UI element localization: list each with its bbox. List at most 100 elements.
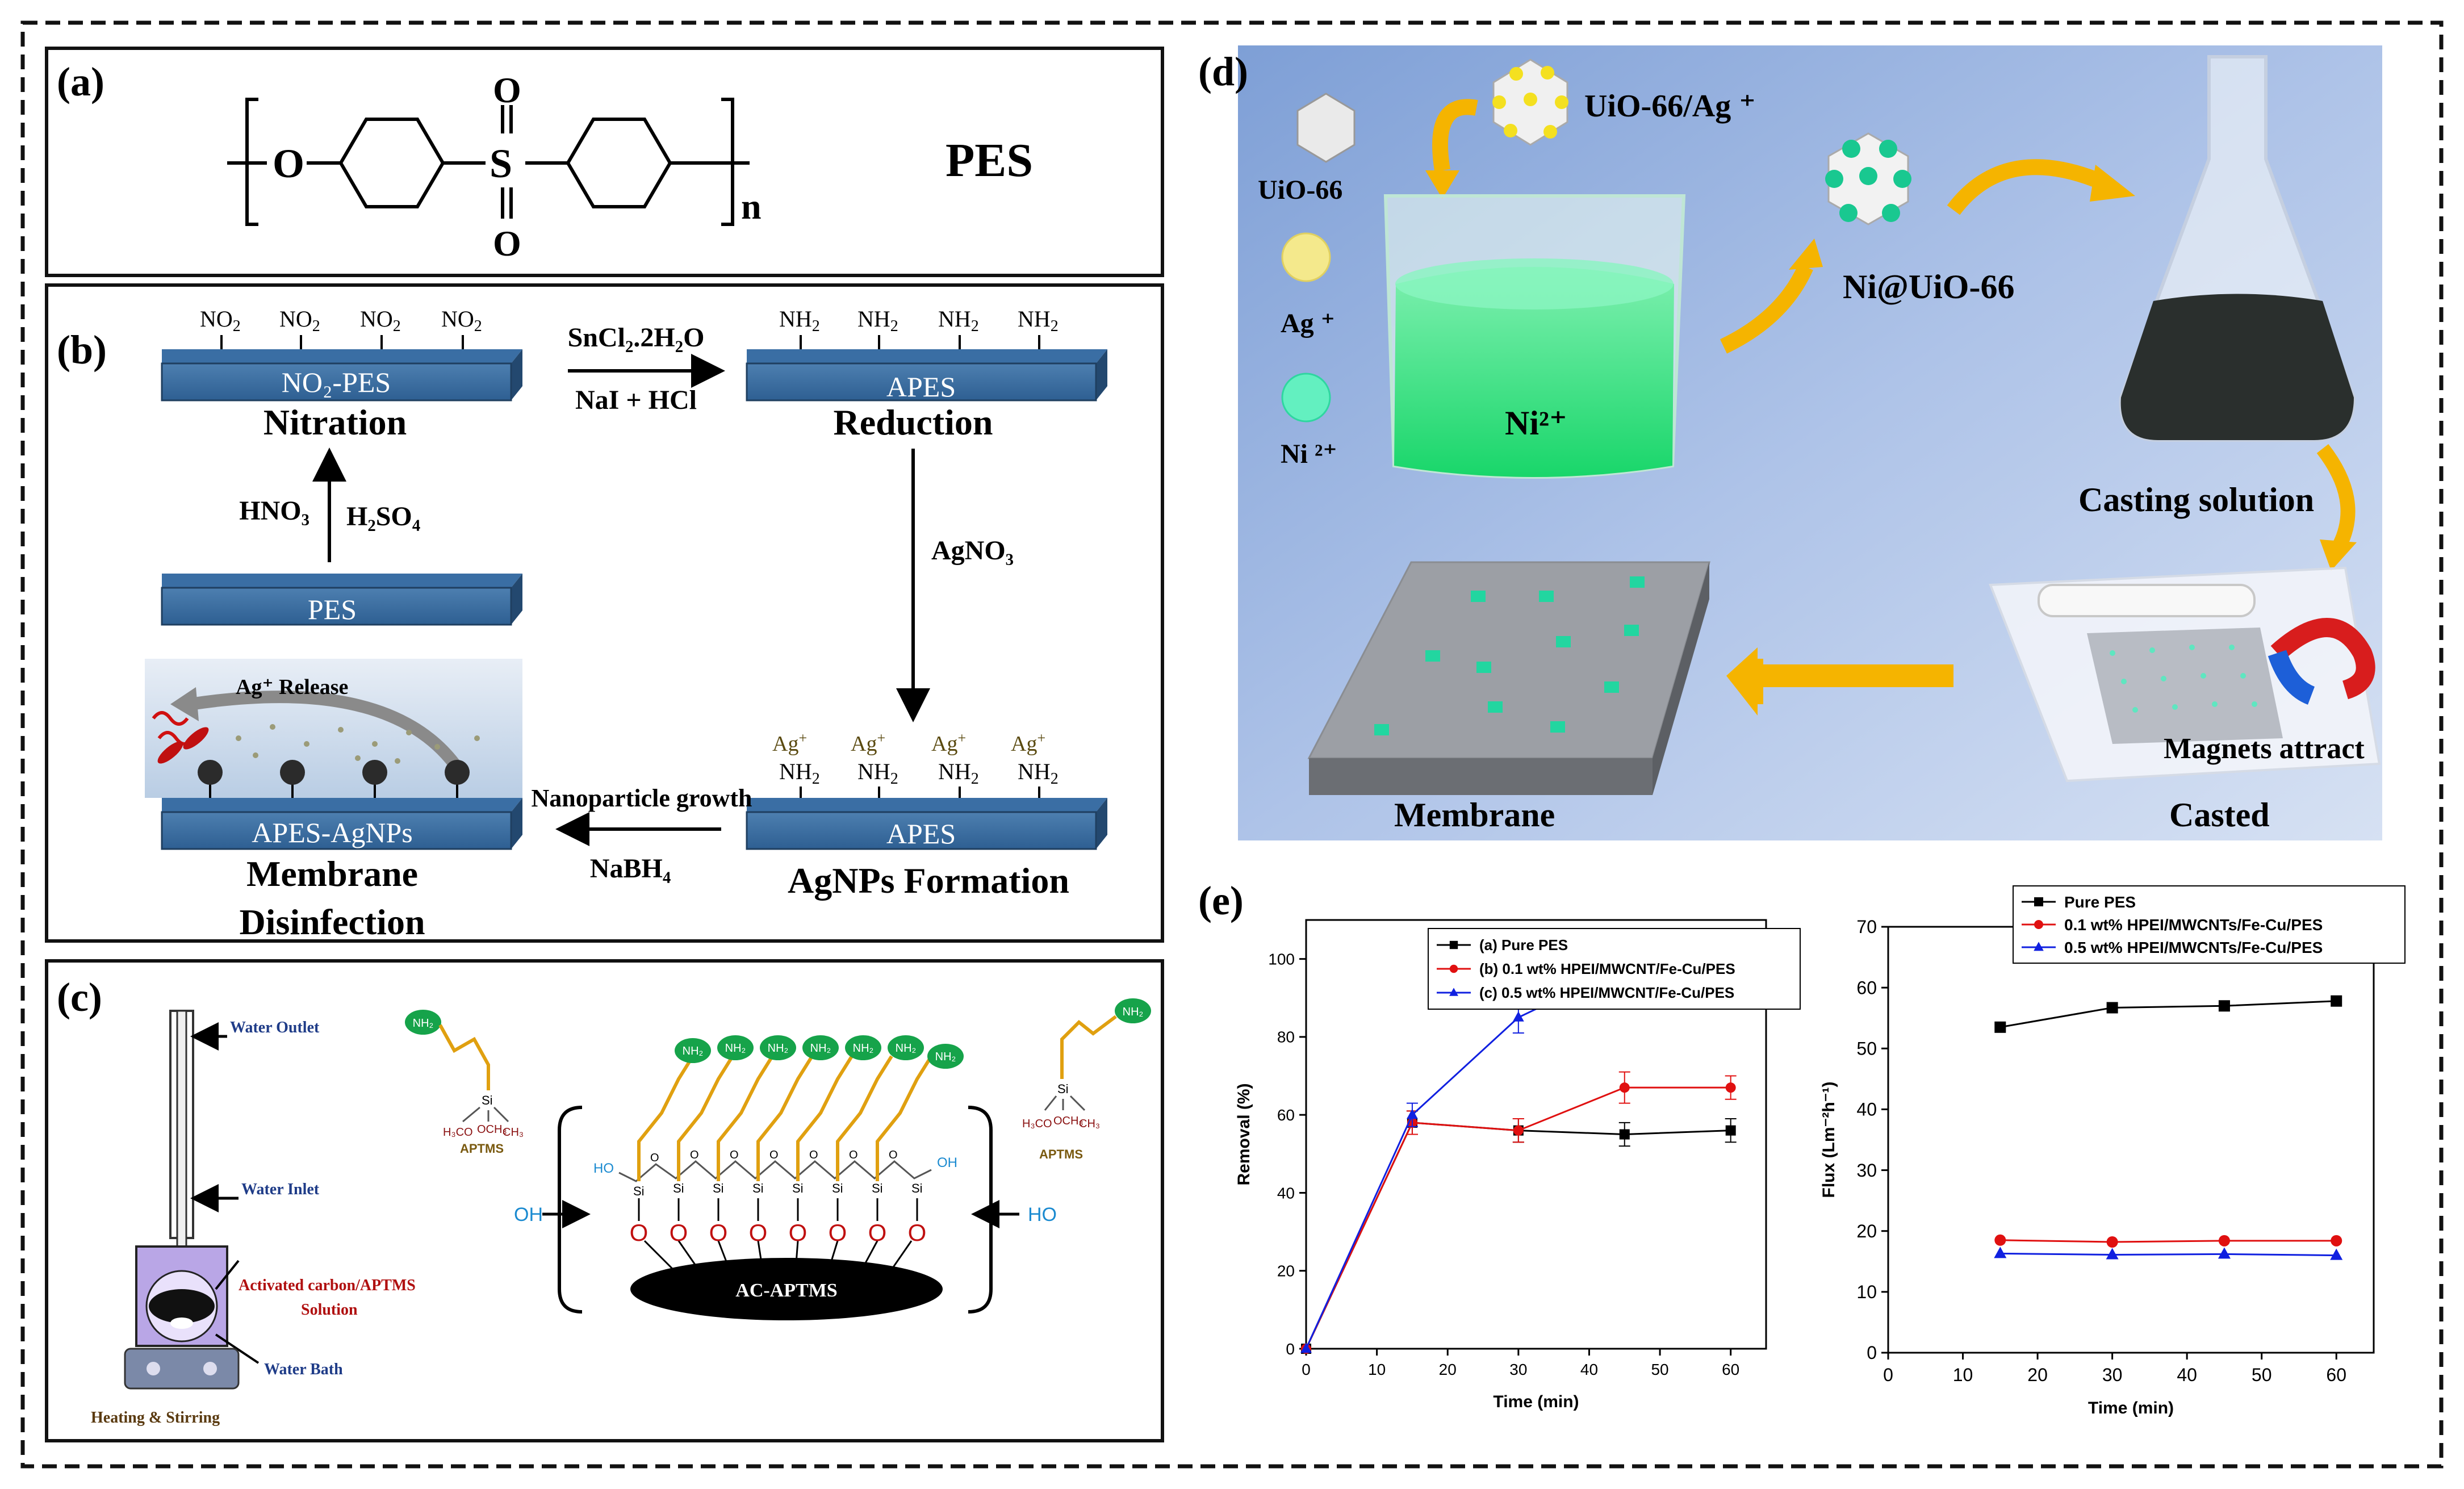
svg-text:NH₂: NH₂ bbox=[1123, 1006, 1144, 1018]
data-point-triangle bbox=[2034, 942, 2044, 951]
ch3-label: CH₃ bbox=[1079, 1118, 1100, 1130]
reagent-agno3: AgNO₃ bbox=[931, 536, 1014, 566]
x-tick-label: 50 bbox=[2252, 1365, 2272, 1385]
o-atom: O bbox=[749, 1219, 768, 1246]
data-point-circle bbox=[1725, 1082, 1736, 1093]
nh2-label: NH₂ bbox=[810, 1042, 831, 1055]
h3co-label: H₃CO bbox=[1022, 1118, 1052, 1130]
series-line bbox=[2000, 1239, 2337, 1243]
svg-text:NH2: NH2 bbox=[938, 306, 979, 335]
o-atom: O bbox=[908, 1219, 927, 1246]
si-atom: Si bbox=[832, 1181, 843, 1195]
curved-arrow-to-ni-uio66 bbox=[1720, 263, 1813, 354]
arrow-shaft-to-membrane bbox=[1758, 659, 1953, 704]
x-tick-label: 20 bbox=[2027, 1365, 2048, 1385]
svg-text:NO2: NO2 bbox=[279, 306, 320, 335]
anchor-o-labels: O O O O O O O O bbox=[630, 1219, 927, 1246]
solution-label-1: Activated carbon/APTMS bbox=[239, 1277, 416, 1294]
x-axis-label: Time (min) bbox=[1493, 1392, 1579, 1411]
o-atom: O bbox=[868, 1219, 887, 1246]
step-disinfection-line1: Membrane bbox=[246, 854, 418, 894]
arrowhead bbox=[1425, 170, 1459, 199]
o-atom: O bbox=[889, 1149, 898, 1161]
h3co-label: H₃CO bbox=[443, 1126, 473, 1139]
y-tick-label: 30 bbox=[1856, 1160, 1877, 1181]
propyl-chain bbox=[1060, 1015, 1117, 1079]
panel-d: (d) UiO-66 Ag ⁺ Ni ²⁺ UiO-66/Ag ⁺ Ni²⁺ bbox=[1198, 45, 2382, 840]
y-tick-label: 70 bbox=[1856, 917, 1877, 937]
data-point-square bbox=[1725, 1125, 1736, 1136]
curved-arrow-into-beaker bbox=[1432, 99, 1478, 172]
uio66-octahedron-icon bbox=[1296, 93, 1356, 163]
reagent-hno3: HNO₃ bbox=[239, 496, 309, 526]
data-point-circle bbox=[2331, 1235, 2342, 1247]
outer-dashed-border bbox=[20, 20, 2444, 1469]
o-atom: O bbox=[670, 1219, 688, 1246]
nh2-label: NH₂ bbox=[725, 1042, 746, 1055]
y-tick-label: 20 bbox=[1277, 1262, 1295, 1280]
si-atom: Si bbox=[911, 1181, 923, 1195]
data-point-triangle bbox=[1994, 1247, 2007, 1258]
hot-plate bbox=[124, 1348, 240, 1390]
y-tick-label: 0 bbox=[1286, 1340, 1295, 1358]
ag-legend-label: Ag ⁺ bbox=[1281, 308, 1335, 338]
svg-text:NH2: NH2 bbox=[857, 759, 898, 788]
step-nitration: Nitration bbox=[263, 402, 407, 442]
legend-label: (c) 0.5 wt% HPEI/MWCNT/Fe-Cu/PES bbox=[1479, 984, 1734, 1001]
grafted-chains bbox=[637, 1055, 933, 1181]
y-tick-label: 0 bbox=[1867, 1342, 1877, 1363]
data-point-square bbox=[2218, 1000, 2230, 1012]
nh2-bubbles bbox=[675, 1035, 964, 1069]
pointer-line bbox=[215, 1333, 260, 1364]
svg-text:NH2: NH2 bbox=[1018, 306, 1059, 335]
ni-ion-icon bbox=[1281, 373, 1331, 423]
panel-a: (a) O S O O n PES bbox=[45, 47, 1164, 277]
slab-apes-top-label: APES bbox=[886, 371, 956, 403]
sulfonyl-o-bottom: O bbox=[493, 223, 521, 263]
knob bbox=[147, 1362, 160, 1375]
ho-right: HO bbox=[1028, 1204, 1057, 1226]
ni-beaker-label: Ni²⁺ bbox=[1505, 404, 1567, 442]
data-point-triangle bbox=[2218, 1247, 2231, 1259]
pointer-line bbox=[215, 1260, 240, 1290]
series-line bbox=[1305, 1122, 1731, 1349]
nh2-bubble bbox=[405, 1010, 441, 1035]
svg-text:NH2: NH2 bbox=[779, 759, 820, 788]
svg-text:Ag+: Ag+ bbox=[1011, 730, 1045, 756]
x-axis-label: Time (min) bbox=[2088, 1399, 2174, 1417]
casted-particles bbox=[2110, 645, 2257, 713]
aptms-left: NH₂ Si H₃CO OCH₃ CH₃ APTMS bbox=[405, 1010, 524, 1156]
data-point-square bbox=[1619, 1129, 1630, 1140]
data-point-square bbox=[2034, 897, 2043, 906]
slab-pes: PES bbox=[161, 574, 522, 626]
x-tick-label: 0 bbox=[1883, 1365, 1893, 1385]
no2-group: NO2 bbox=[441, 306, 482, 349]
o-atom: O bbox=[769, 1149, 779, 1161]
data-point-triangle bbox=[1300, 1342, 1312, 1353]
legend-label: 0.1 wt% HPEI/MWCNTs/Fe-Cu/PES bbox=[2064, 916, 2323, 934]
nh2-group: NH2 bbox=[779, 306, 820, 349]
no2-group: NO2 bbox=[200, 306, 241, 349]
legend-label: (a) Pure PES bbox=[1479, 936, 1568, 953]
slab-apes-top: APES bbox=[746, 349, 1107, 403]
x-tick-label: 10 bbox=[1368, 1361, 1386, 1378]
y-tick-label: 10 bbox=[1856, 1282, 1877, 1302]
casting-plate bbox=[1989, 566, 2381, 783]
si-atoms: Si Si Si Si Si Si Si Si bbox=[633, 1181, 923, 1198]
nh2-label: NH₂ bbox=[896, 1042, 917, 1055]
oh-left: OH bbox=[514, 1204, 543, 1226]
aptms-label-right: APTMS bbox=[1039, 1147, 1083, 1161]
step-agnps-formation: AgNPs Formation bbox=[788, 860, 1069, 901]
ag-nh2-group: Ag+NH2 bbox=[851, 730, 898, 798]
x-tick-label: 0 bbox=[1302, 1361, 1311, 1378]
legend-label: Pure PES bbox=[2064, 893, 2136, 911]
nh2-label: NH₂ bbox=[683, 1045, 704, 1057]
reagent-sncl2: SnCl₂.2H₂O bbox=[568, 323, 705, 353]
legend-box bbox=[1428, 928, 1801, 1010]
x-tick-label: 60 bbox=[1722, 1361, 1739, 1378]
water-bath-label: Water Bath bbox=[264, 1361, 343, 1378]
panel-c: (c) Water Outlet Water Inlet Activated c… bbox=[45, 959, 1164, 1442]
ni-legend-label: Ni ²⁺ bbox=[1281, 439, 1337, 469]
series-line bbox=[2000, 1000, 2337, 1028]
